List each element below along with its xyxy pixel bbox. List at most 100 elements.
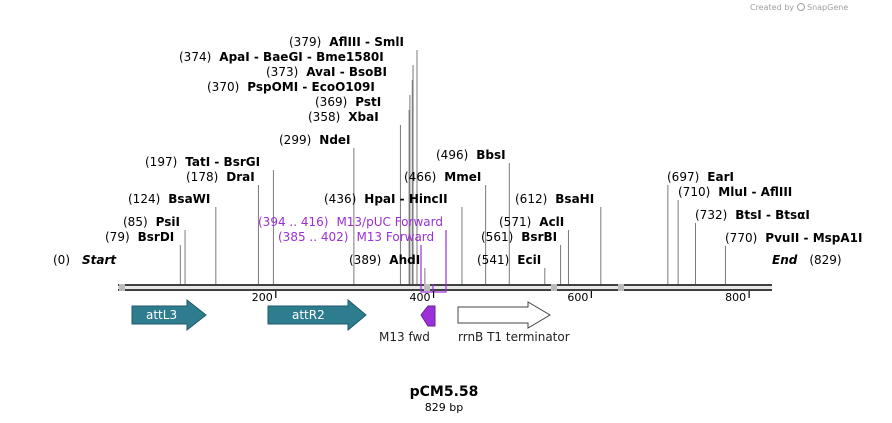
primer-m13-forward: (385 .. 402) M13 Forward: [278, 230, 434, 244]
feature-m13-fwd[interactable]: M13 fwd: [379, 305, 436, 344]
site-name: BsrDI: [138, 230, 175, 244]
site-pos: (370): [207, 80, 239, 94]
site-name: EarI: [707, 170, 734, 184]
primer-name: M13/pUC Forward: [336, 215, 443, 229]
site-pos: (79): [105, 230, 130, 244]
site-label: (571) AclI: [499, 215, 564, 229]
start-name: Start: [82, 253, 117, 267]
site-pos: (436): [324, 192, 356, 206]
site-name: ApaI - BaeGI - Bme1580I: [219, 50, 383, 64]
backbone-breaks: [119, 284, 624, 291]
site-pos: (358): [308, 110, 340, 124]
site-label: (79) BsrDI: [105, 230, 174, 244]
site-pos: (299): [279, 133, 311, 147]
site-pos: (612): [515, 192, 547, 206]
site-name: PspOMI - EcoO109I: [247, 80, 375, 94]
site-pos: (496): [436, 148, 468, 162]
site-name: EciI: [517, 253, 541, 267]
tick-label: 600: [567, 291, 588, 304]
snapgene-logo-icon: [797, 3, 805, 11]
site-name: MluI - AflIII: [718, 185, 792, 199]
site-label: (358) XbaI: [308, 110, 379, 124]
feature-rrnb-t1-terminator[interactable]: rrnB T1 terminator: [457, 301, 570, 344]
feature-attl3[interactable]: attL3: [131, 298, 207, 332]
site-label: (85) PsiI: [123, 215, 180, 229]
site-label: (732) BtsI - BtsαI: [695, 208, 810, 222]
site-label: (369) PstI: [315, 95, 381, 109]
site-name: PvuII - MspA1I: [765, 231, 862, 245]
site-name: AflIII - SmlI: [329, 35, 404, 49]
site-name: PstI: [355, 95, 381, 109]
site-pos: (178): [186, 170, 218, 184]
map-length: 829 bp: [425, 401, 463, 414]
site-label: (299) NdeI: [279, 133, 351, 147]
site-name: BsrBI: [521, 230, 557, 244]
restriction-sites: (379) AflIII - SmlI (374) ApaI - BaeGI - Bm…: [105, 35, 862, 267]
map-title: pCM5.58: [410, 384, 479, 400]
site-name: NdeI: [319, 133, 350, 147]
feature-label: M13 fwd: [379, 330, 430, 344]
brand-prefix: Created by: [750, 3, 794, 12]
site-name: BsaWI: [168, 192, 210, 206]
site-name: TatI - BsrGI: [185, 155, 260, 169]
site-name: PsiI: [156, 215, 180, 229]
tick-label: 800: [725, 291, 746, 304]
start-label: (0) Start: [53, 253, 117, 267]
site-pos: (197): [145, 155, 177, 169]
primer-bracket: [420, 230, 447, 293]
site-label: (124) BsaWI: [128, 192, 210, 206]
snapgene-brand: Created by SnapGene: [750, 3, 848, 12]
primer-range: (385 .. 402): [278, 230, 348, 244]
site-label: (436)HpaI - HincII: [324, 192, 448, 206]
site-pos: (124): [128, 192, 160, 206]
site-label: (612) BsaHI: [515, 192, 594, 206]
site-label: (710) MluI - AflIII: [678, 185, 792, 199]
feature-attr2[interactable]: attR2: [267, 298, 367, 332]
site-pos: (379): [289, 35, 321, 49]
feature-label: attL3: [146, 308, 177, 322]
site-name: AhdI: [389, 253, 420, 267]
site-pos: (697): [667, 170, 699, 184]
site-leader-lines: [179, 50, 726, 284]
start-pos: (0): [53, 253, 70, 267]
site-label: (697) EarI: [667, 170, 734, 184]
primer-name: M13 Forward: [356, 230, 434, 244]
tick-label: 400: [410, 291, 431, 304]
site-pos: (373): [266, 65, 298, 79]
end-pos: (829): [809, 253, 841, 267]
site-pos: (770): [725, 231, 757, 245]
site-name: BtsI - BtsαI: [735, 208, 810, 222]
site-pos: (85): [123, 215, 148, 229]
site-name: XbaI: [348, 110, 378, 124]
feature-label: attR2: [292, 308, 325, 322]
site-pos: (389): [349, 253, 381, 267]
primer-range: (394 .. 416): [258, 215, 328, 229]
site-label: (178) DraI: [186, 170, 255, 184]
end-label: End (829): [772, 253, 842, 267]
site-pos: (466): [404, 170, 436, 184]
site-name: DraI: [226, 170, 254, 184]
site-pos: (571): [499, 215, 531, 229]
site-name: AvaI - BsoBI: [306, 65, 387, 79]
site-label: (561) BsrBI: [481, 230, 557, 244]
site-name: MmeI: [444, 170, 481, 184]
site-pos: (369): [315, 95, 347, 109]
site-name: BbsI: [476, 148, 505, 162]
site-label: (466) MmeI: [404, 170, 481, 184]
scale-ticks: 200 400 600 800: [252, 291, 750, 304]
site-pos: (732): [695, 208, 727, 222]
site-label: (373) AvaI - BsoBI: [266, 65, 387, 79]
site-pos: (710): [678, 185, 710, 199]
site-name: BsaHI: [555, 192, 594, 206]
site-label: (770) PvuII - MspA1I: [725, 231, 862, 245]
site-name: AclI: [539, 215, 564, 229]
site-pos: (561): [481, 230, 513, 244]
feature-label: rrnB T1 terminator: [458, 330, 570, 344]
end-name: End: [772, 253, 798, 267]
site-label: (374) ApaI - BaeGI - Bme1580I: [179, 50, 384, 64]
site-pos: (374): [179, 50, 211, 64]
site-label: (379) AflIII - SmlI: [289, 35, 404, 49]
site-label: (370) PspOMI - EcoO109I: [207, 80, 375, 94]
tick-label: 200: [252, 291, 273, 304]
